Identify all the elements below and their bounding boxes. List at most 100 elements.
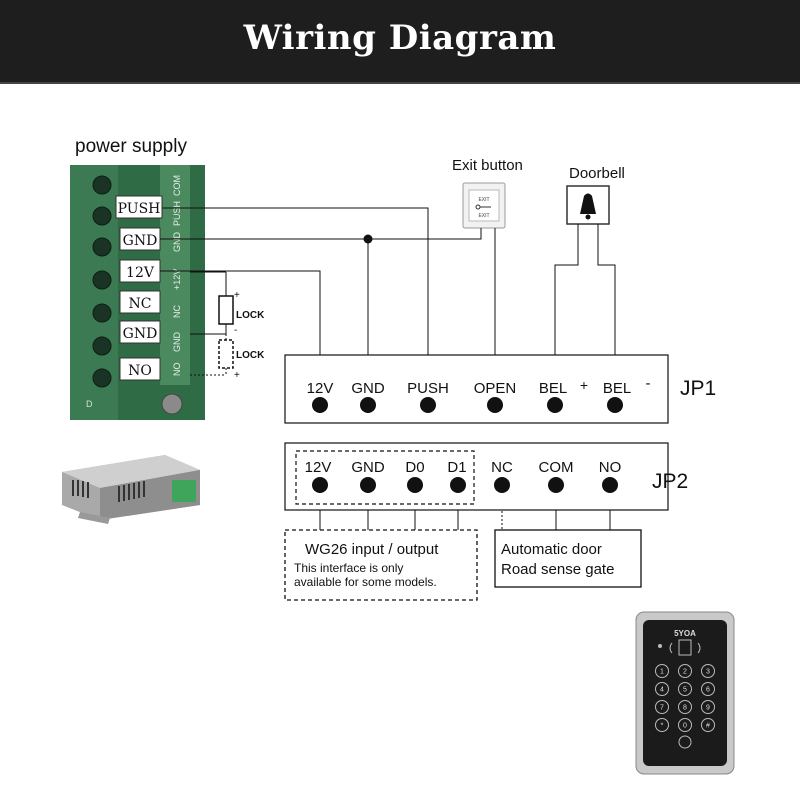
keypad-key — [678, 682, 692, 696]
jp1-terminal — [312, 397, 328, 413]
jp1-pin-label: PUSH — [407, 380, 449, 397]
lock-1-label: LOCK — [236, 310, 265, 321]
jp1-pin-label: OPEN — [474, 380, 517, 397]
keypad-key — [678, 718, 692, 732]
jp2-pin-label: D1 — [447, 459, 466, 476]
keypad-key-label: 3 — [706, 669, 710, 676]
keypad-key — [655, 664, 669, 678]
keypad-key — [701, 682, 715, 696]
jp2-terminal — [450, 477, 466, 493]
keypad-key-label: # — [706, 723, 710, 730]
wg26-note-line1: This interface is only — [294, 561, 403, 575]
keypad-key — [701, 700, 715, 714]
jp1-name: JP1 — [680, 377, 716, 400]
jp2-terminal — [494, 477, 510, 493]
svg-text:GND: GND — [123, 326, 158, 342]
keypad-key-label: 1 — [660, 669, 664, 676]
jp2-pin-label: D0 — [405, 459, 424, 476]
power-supply-terminal-labels: PUSH GND 12V NC GND NO — [115, 195, 163, 381]
jp2-terminal — [407, 477, 423, 493]
lock-1: + LOCK - — [190, 271, 265, 336]
jp2-terminal — [602, 477, 618, 493]
jp1-terminal — [547, 397, 563, 413]
power-supply-title: power supply — [75, 136, 187, 157]
keypad-key — [655, 700, 669, 714]
lock-2-label: LOCK — [236, 350, 265, 361]
keypad-key — [701, 718, 715, 732]
jp2-terminal — [312, 477, 328, 493]
svg-text:GND: GND — [123, 233, 158, 249]
wg26-box: WG26 input / output This interface is on… — [284, 529, 478, 601]
keypad-key — [655, 682, 669, 696]
svg-text:-: - — [234, 325, 237, 336]
keypad-key-label: 7 — [660, 705, 664, 712]
keypad-key — [678, 700, 692, 714]
jp1-terminal — [420, 397, 436, 413]
svg-text:NO: NO — [128, 363, 152, 379]
wg26-pin-group — [295, 450, 475, 505]
jp2-pin-label: NO — [599, 459, 622, 476]
keypad-key-label: 2 — [683, 669, 687, 676]
door-box-line1: Automatic door — [501, 541, 602, 558]
jp1-pin-label: GND — [351, 380, 385, 397]
keypad-key-label: 9 — [706, 705, 710, 712]
svg-text:NC: NC — [172, 305, 182, 318]
jp1-pin-label: BEL — [539, 380, 567, 397]
gnd-junction — [363, 234, 373, 244]
jp2-pin-label: GND — [351, 459, 385, 476]
power-supply-side-labels: COM PUSH GND +12V NC GND NO — [172, 175, 182, 376]
jp2-name: JP2 — [652, 470, 688, 493]
wg26-title: WG26 input / output — [305, 541, 439, 558]
keypad-key-label: 0 — [683, 723, 687, 730]
title-banner: Wiring Diagram — [0, 0, 800, 84]
jp1-pin-label: BEL — [603, 380, 631, 397]
keypad-key-label: 4 — [660, 687, 664, 694]
doorbell-device — [566, 185, 610, 225]
keypad-brand: 5YOA — [674, 629, 696, 638]
svg-text:12V: 12V — [126, 265, 155, 281]
svg-text:+: + — [234, 290, 240, 301]
jp1-terminal — [360, 397, 376, 413]
lock-2: LOCK + — [190, 334, 265, 381]
svg-text:EXIT: EXIT — [478, 213, 489, 219]
bell-icon — [580, 193, 596, 214]
power-supply-enclosure-image — [62, 455, 200, 524]
keypad-key — [701, 664, 715, 678]
keypad-key-label: * — [661, 723, 664, 730]
svg-text:PUSH: PUSH — [118, 201, 161, 217]
svg-text:GND: GND — [172, 232, 182, 253]
wg26-note-line2: available for some models. — [294, 575, 437, 589]
diagram-title: Wiring Diagram — [243, 18, 557, 58]
jp2-pin-label: COM — [539, 459, 574, 476]
svg-text:NC: NC — [129, 296, 152, 312]
svg-text:EXIT: EXIT — [478, 197, 489, 203]
door-box-line2: Road sense gate — [501, 561, 614, 578]
jp1-terminal — [607, 397, 623, 413]
doorbell-key-icon — [678, 735, 692, 749]
jp1-pin-label: 12V — [307, 380, 334, 397]
svg-text:PUSH: PUSH — [172, 201, 182, 226]
card-reader-icon — [678, 639, 692, 656]
keypad-key — [678, 664, 692, 678]
svg-text:+12V: +12V — [172, 269, 182, 290]
keypad-key-label: 6 — [706, 687, 710, 694]
svg-text:-: - — [646, 375, 651, 392]
jp2-terminal — [360, 477, 376, 493]
keypad-key-label: 8 — [683, 705, 687, 712]
jp1-block: 12V GND PUSH OPEN BEL + BEL - — [284, 354, 669, 424]
exit-button-label: Exit button — [452, 157, 523, 174]
doorbell-label: Doorbell — [569, 165, 625, 182]
jp2-block: 12V GND D0 D1 NC COM NO — [284, 442, 669, 511]
keypad-key — [655, 718, 669, 732]
jp1-terminal — [487, 397, 503, 413]
automatic-door-box: Automatic door Road sense gate — [494, 529, 642, 588]
jp2-pin-label: 12V — [305, 459, 332, 476]
svg-text:COM: COM — [172, 175, 182, 196]
jp2-pin-label: NC — [491, 459, 513, 476]
jp2-terminal — [548, 477, 564, 493]
svg-text:+: + — [580, 377, 588, 393]
exit-button-device: EXIT EXIT — [462, 182, 506, 229]
svg-text:D: D — [86, 399, 93, 409]
